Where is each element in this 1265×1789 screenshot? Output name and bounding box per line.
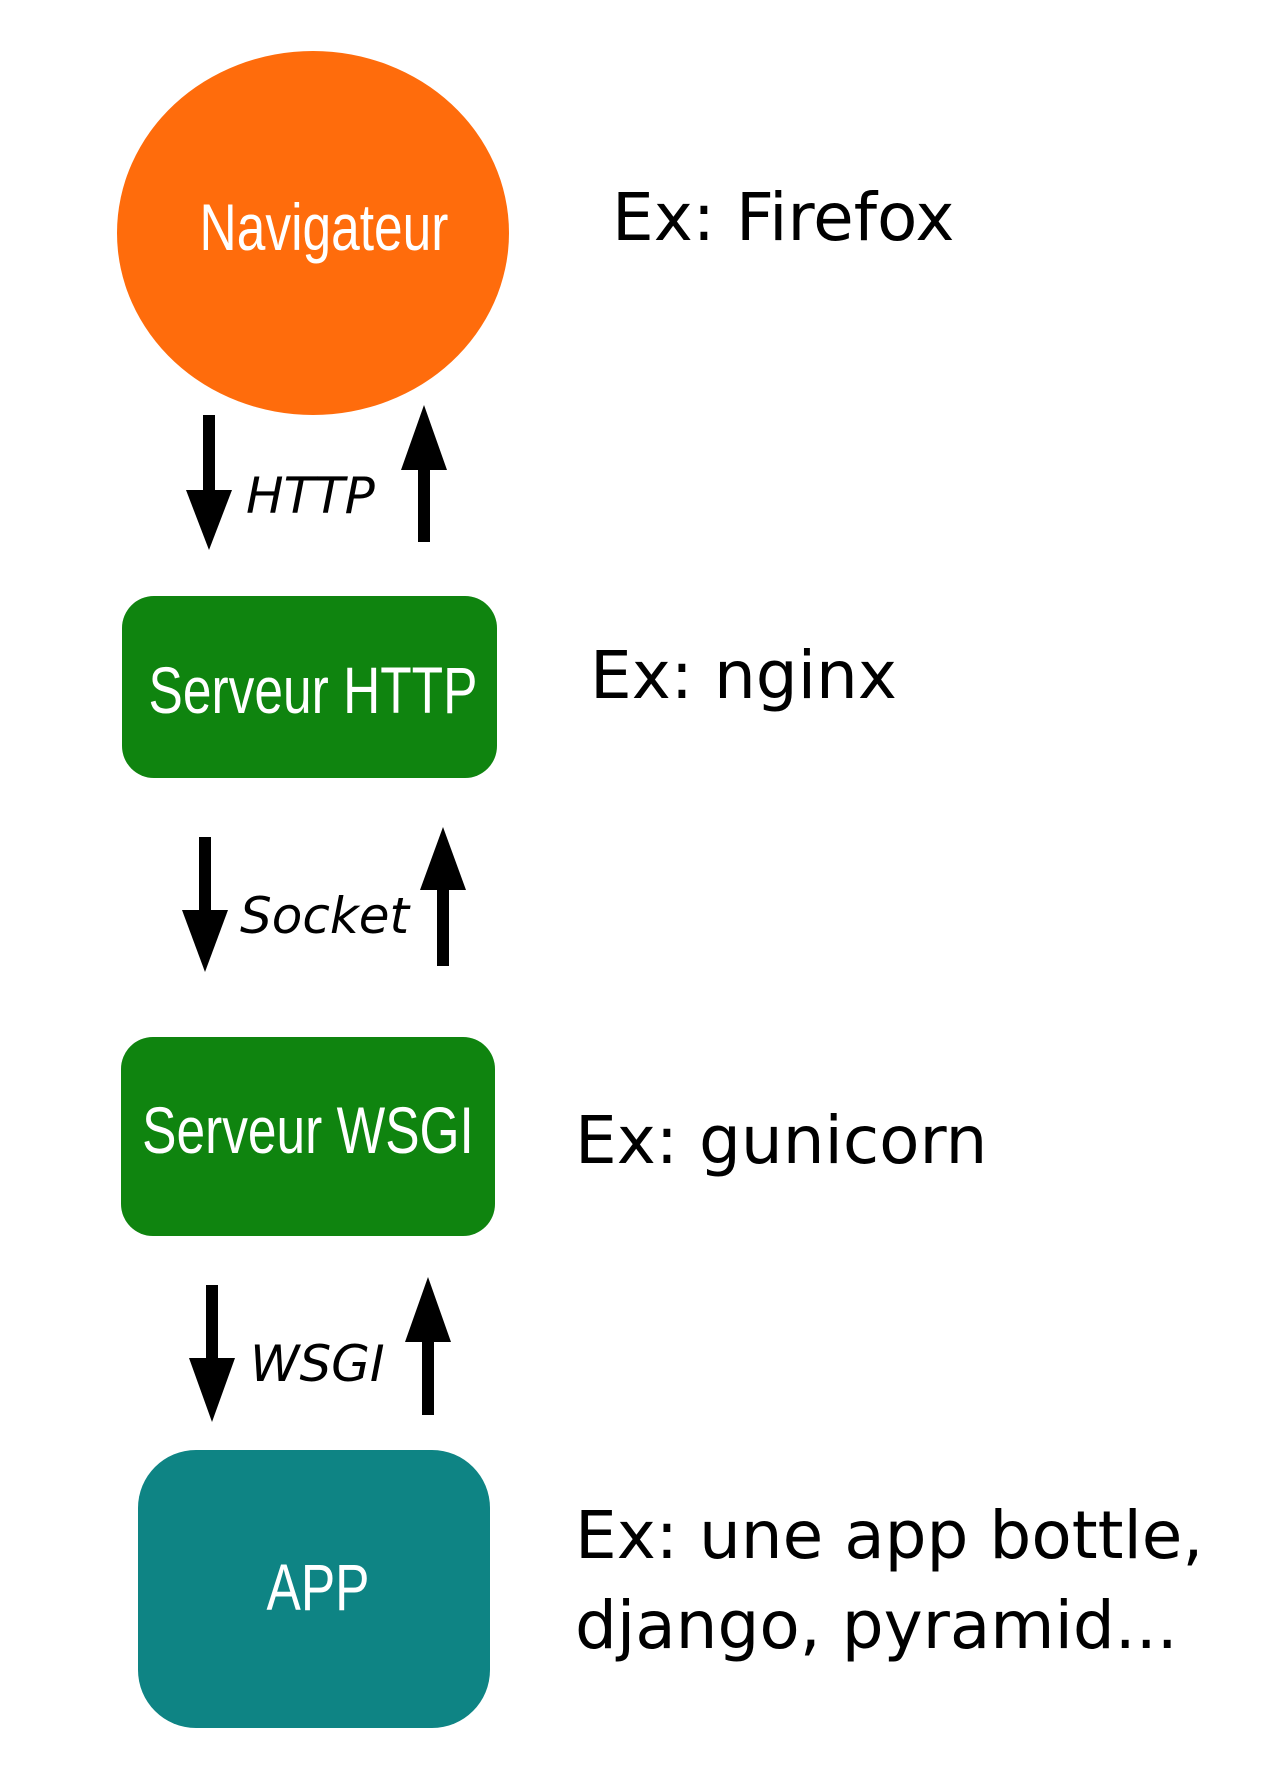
app-example-line-1: Ex: une app bottle, <box>575 1497 1203 1574</box>
connection-socket: Socket <box>182 827 466 972</box>
serveur-wsgi-box <box>121 1037 495 1236</box>
navigateur-ellipse <box>117 51 509 415</box>
connection-label: Socket <box>240 887 412 945</box>
app-example-line-2: django, pyramid... <box>575 1587 1178 1664</box>
connection-wsgi: WSGI <box>189 1277 451 1422</box>
arrow-up-icon <box>401 405 447 542</box>
app-label: APP <box>267 1550 370 1625</box>
serveur-http-label: Serveur HTTP <box>149 653 478 728</box>
serveur-http-box <box>122 596 497 778</box>
navigateur-example: Ex: Firefox <box>612 179 954 256</box>
navigateur-label: Navigateur <box>200 190 449 265</box>
node-navigateur: Navigateur <box>117 51 509 415</box>
serveur-http-example: Ex: nginx <box>590 637 897 714</box>
arrow-down-icon <box>189 1285 235 1422</box>
connection-http: HTTP <box>186 405 447 550</box>
arrow-up-icon <box>420 827 466 966</box>
arrow-up-icon <box>405 1277 451 1415</box>
app-box <box>138 1450 490 1728</box>
connection-label: HTTP <box>246 467 376 525</box>
arrow-down-icon <box>182 837 228 972</box>
connection-label: WSGI <box>250 1335 385 1393</box>
serveur-wsgi-label: Serveur WSGI <box>142 1093 474 1168</box>
node-app: APP <box>138 1450 490 1728</box>
node-serveur-http: Serveur HTTP <box>122 596 497 778</box>
serveur-wsgi-example: Ex: gunicorn <box>575 1102 987 1179</box>
node-serveur-wsgi: Serveur WSGI <box>121 1037 495 1236</box>
arrow-down-icon <box>186 415 232 550</box>
